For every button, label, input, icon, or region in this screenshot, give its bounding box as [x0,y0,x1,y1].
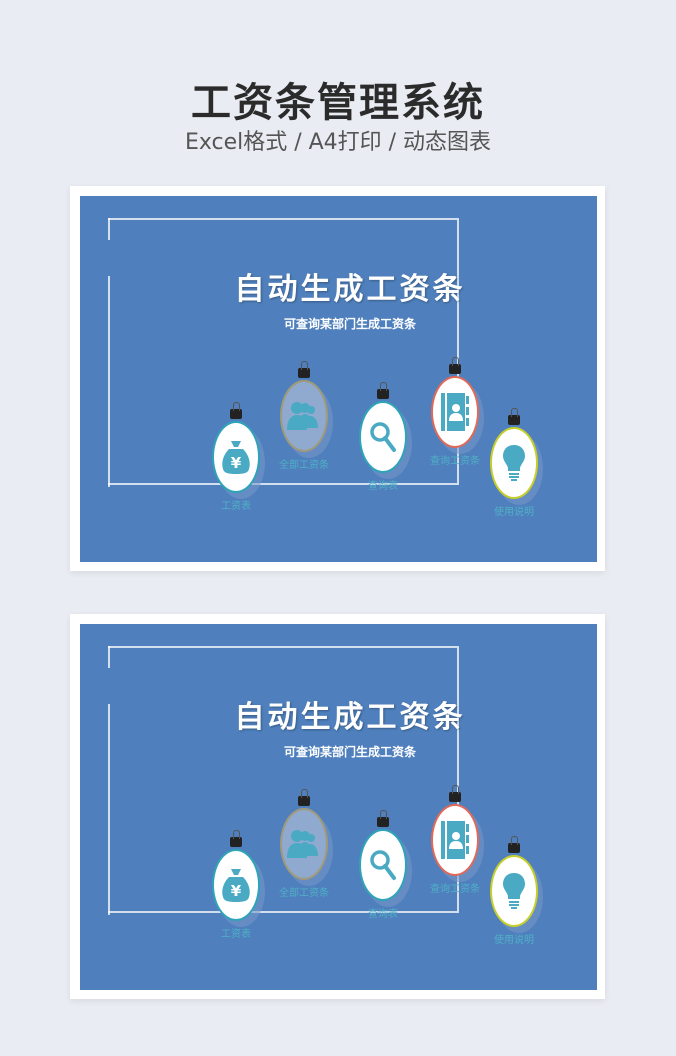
money-bag-icon: ¥ [221,439,251,475]
nav-tag[interactable]: 全部工资条 [279,789,329,899]
tag-label[interactable]: 工资表 [221,929,251,940]
card-subheading: 可查询某部门生成工资条 [283,317,416,331]
frame-border [108,646,459,913]
tag-oval[interactable] [280,808,328,880]
page-title: 工资条管理系统 [191,80,485,126]
nav-tag[interactable]: 查询工资条 [430,785,480,895]
tag-oval[interactable] [431,376,479,448]
frame-left-line [108,218,110,240]
tag-oval[interactable] [280,380,328,452]
blue-panel: 自动生成工资条 可查询某部门生成工资条 ¥ 工资表 全部工资条 查询表 查询工资… [80,196,597,562]
tag-label[interactable]: 使用说明 [494,935,534,946]
nav-tag[interactable]: 查询表 [359,382,407,492]
binder-clip-icon [230,402,242,419]
contact-book-icon [441,821,469,859]
nav-tag[interactable]: 使用说明 [490,408,538,518]
nav-tag[interactable]: 查询工资条 [430,357,480,467]
preview-card: 自动生成工资条 可查询某部门生成工资条 ¥ 工资表 全部工资条 查询表 查询工资… [70,186,605,571]
frame-left-line [108,646,110,668]
binder-clip-icon [449,785,461,802]
page-subtitle: Excel格式 / A4打印 / 动态图表 [184,130,492,155]
tag-label[interactable]: 查询工资条 [430,456,480,467]
tag-oval[interactable] [490,427,538,499]
tag-label[interactable]: 全部工资条 [279,888,329,899]
binder-clip-icon [508,836,520,853]
nav-tag[interactable]: ¥ 工资表 [212,830,260,940]
frame-border [108,218,459,485]
people-icon [287,828,321,860]
preview-card: 自动生成工资条 可查询某部门生成工资条 ¥ 工资表 全部工资条 查询表 查询工资… [70,614,605,999]
lightbulb-icon [503,873,525,909]
binder-clip-icon [449,357,461,374]
tag-oval[interactable] [490,855,538,927]
binder-clip-icon [508,408,520,425]
frame-left-line [108,276,110,487]
nav-tag[interactable]: 使用说明 [490,836,538,946]
binder-clip-icon [298,789,310,806]
search-icon [369,421,397,453]
svg-text:¥: ¥ [231,882,242,900]
nav-tag[interactable]: ¥ 工资表 [212,402,260,512]
tag-label[interactable]: 查询表 [368,909,398,920]
tag-oval[interactable]: ¥ [212,421,260,493]
blue-panel: 自动生成工资条 可查询某部门生成工资条 ¥ 工资表 全部工资条 查询表 查询工资… [80,624,597,990]
contact-book-icon [441,393,469,431]
lightbulb-icon [503,445,525,481]
binder-clip-icon [377,382,389,399]
tag-label[interactable]: 使用说明 [494,507,534,518]
card-subheading: 可查询某部门生成工资条 [283,745,416,759]
binder-clip-icon [230,830,242,847]
svg-text:¥: ¥ [231,454,242,472]
nav-tag[interactable]: 全部工资条 [279,361,329,471]
tag-label[interactable]: 工资表 [221,501,251,512]
tag-oval[interactable] [359,829,407,901]
tag-oval[interactable]: ¥ [212,849,260,921]
card-heading: 自动生成工资条 [234,272,466,307]
card-heading: 自动生成工资条 [234,700,466,735]
tag-label[interactable]: 查询表 [368,481,398,492]
tag-oval[interactable] [431,804,479,876]
binder-clip-icon [377,810,389,827]
money-bag-icon: ¥ [221,867,251,903]
tag-label[interactable]: 全部工资条 [279,460,329,471]
search-icon [369,849,397,881]
binder-clip-icon [298,361,310,378]
frame-left-line [108,704,110,915]
people-icon [287,400,321,432]
nav-tag[interactable]: 查询表 [359,810,407,920]
tag-label[interactable]: 查询工资条 [430,884,480,895]
tag-oval[interactable] [359,401,407,473]
